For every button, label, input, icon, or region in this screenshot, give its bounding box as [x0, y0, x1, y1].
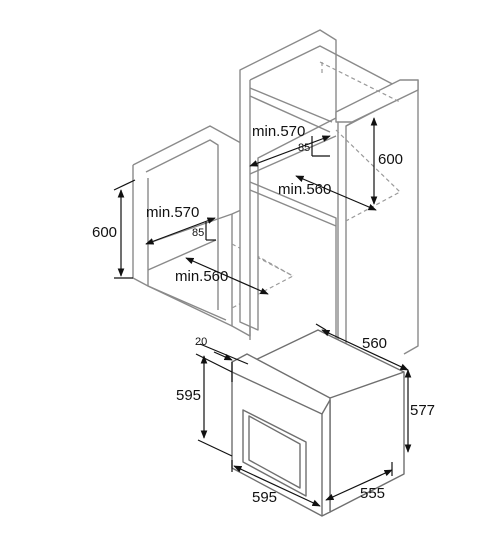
tall-cabinet — [239, 29, 419, 360]
oven-frame-label: 20 — [195, 336, 207, 348]
left-cabinet — [132, 125, 295, 337]
dimension-lines — [113, 117, 412, 507]
left-min-width-label: min.560 — [175, 268, 228, 285]
tall-height-label: 600 — [378, 151, 403, 168]
oven-width-label: 595 — [252, 489, 277, 506]
left-gap-label: 85 — [192, 227, 204, 239]
oven-body-depth-label: 555 — [360, 485, 385, 502]
left-height-label: 600 — [92, 224, 117, 241]
oven-front-height-label: 595 — [176, 387, 201, 404]
tall-min-depth-label: min.570 — [252, 123, 305, 140]
oven-side-height-label: 577 — [410, 402, 435, 419]
oven-depth-top-label: 560 — [362, 335, 387, 352]
left-min-depth-label: min.570 — [146, 204, 199, 221]
tall-min-width-label: min.560 — [278, 181, 331, 198]
tall-gap-label: 85 — [298, 142, 310, 154]
